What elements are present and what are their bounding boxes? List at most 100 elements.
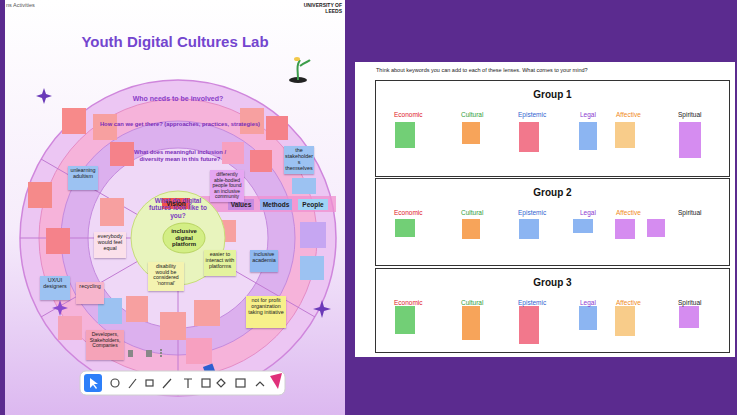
sticky-note bbox=[462, 306, 480, 340]
sticky-note: inclusive academia bbox=[250, 250, 278, 272]
sticky-note bbox=[395, 306, 415, 334]
sticky-note bbox=[100, 198, 124, 226]
node-text: Methods bbox=[263, 201, 290, 208]
sticky-note bbox=[395, 122, 415, 148]
sticky-note bbox=[395, 219, 415, 237]
lens-label: Economic bbox=[394, 111, 423, 118]
decorations bbox=[36, 57, 331, 378]
sticky-note: easier to interact with platforms bbox=[204, 250, 236, 276]
group-panel: Group 2EconomicCulturalEpistemicLegalAff… bbox=[375, 178, 730, 266]
sticky-note: UX/UI designers bbox=[40, 276, 70, 300]
ring-diagram bbox=[20, 80, 336, 396]
sticky-note bbox=[519, 122, 539, 152]
lens-label: Epistemic bbox=[518, 209, 546, 216]
page-title: Youth Digital Cultures Lab bbox=[40, 33, 310, 50]
sticky-note: disability would be considered 'normal' bbox=[148, 262, 184, 291]
node-text: everybody would feel equal bbox=[95, 234, 125, 252]
toolbar-icon bbox=[111, 379, 119, 387]
node-text: UX/UI designers bbox=[41, 278, 69, 290]
sticky-note bbox=[250, 150, 272, 172]
group-2-notes bbox=[395, 219, 665, 239]
group-panel: Group 3EconomicCulturalEpistemicLegalAff… bbox=[375, 268, 730, 353]
node-text: not for profit organization taking initi… bbox=[247, 298, 285, 316]
sticky-note bbox=[28, 182, 52, 208]
node-text: Developers, Stakeholders, Companies bbox=[87, 332, 123, 349]
sticky-note: the stakeholders themselves bbox=[284, 146, 314, 174]
sticky-note bbox=[647, 219, 665, 237]
spoke-label: Methods bbox=[260, 199, 292, 210]
toolbar-icon bbox=[217, 379, 225, 387]
spoke-label: People bbox=[298, 199, 328, 210]
sticky-note bbox=[186, 338, 212, 364]
sticky-note bbox=[579, 306, 597, 330]
sticky-note bbox=[462, 219, 480, 239]
node-text: recycling bbox=[77, 284, 103, 290]
sticky-note bbox=[615, 122, 635, 148]
toolbar-icon bbox=[146, 380, 153, 386]
sticky-note bbox=[573, 219, 593, 233]
node-text: Vision bbox=[166, 200, 185, 207]
third-ring bbox=[61, 121, 295, 355]
toolbar-icon bbox=[129, 379, 136, 388]
lens-label: Spiritual bbox=[678, 209, 701, 216]
sticky-note bbox=[46, 228, 70, 254]
group-title: Group 3 bbox=[376, 277, 729, 288]
text-label: ns Activities bbox=[6, 2, 66, 8]
text-label: What does meaningful inclusion / diversi… bbox=[132, 149, 228, 162]
toolbar-icon bbox=[256, 382, 264, 386]
sticky-note bbox=[300, 256, 324, 280]
sticky-note bbox=[519, 306, 539, 344]
group-3-notes bbox=[395, 306, 699, 344]
sticky-notes-blank bbox=[28, 108, 326, 364]
sticky-note bbox=[292, 178, 316, 194]
sticky-note: everybody would feel equal bbox=[94, 232, 126, 258]
plant bbox=[298, 60, 311, 80]
sticky-note bbox=[615, 306, 635, 336]
sticky-note bbox=[615, 219, 635, 239]
spokes bbox=[20, 159, 315, 396]
lens-label: Affective bbox=[616, 209, 641, 216]
sticky-note: unlearning adultism bbox=[68, 166, 98, 190]
node-text: differently able-bodied people found an … bbox=[211, 172, 243, 200]
toolbar-glyph bbox=[160, 349, 162, 351]
sticky-note bbox=[266, 116, 288, 140]
node-shape bbox=[163, 223, 205, 253]
worksheet-card bbox=[355, 62, 735, 357]
sticky-note bbox=[679, 122, 701, 158]
toolbar-glyph bbox=[128, 350, 133, 357]
sticky-note: recycling bbox=[76, 282, 104, 304]
text-label: Who needs to be involved? bbox=[112, 95, 244, 103]
sticky-note bbox=[300, 222, 326, 248]
toolbar-icon bbox=[163, 379, 171, 388]
node-text: Values bbox=[231, 201, 252, 208]
lens-label: Affective bbox=[616, 299, 641, 306]
sticky-note bbox=[462, 122, 480, 144]
toolbar-icon bbox=[236, 379, 245, 387]
sticky-note bbox=[110, 142, 134, 166]
lens-label: Spiritual bbox=[678, 111, 701, 118]
cursor-icon bbox=[90, 378, 98, 389]
sticky-note bbox=[579, 122, 597, 150]
node-text: unlearning adultism bbox=[69, 168, 97, 180]
sticky-note: not for profit organization taking initi… bbox=[246, 296, 286, 328]
text-label: UNIVERSITY OF LEEDS bbox=[290, 3, 342, 15]
sticky-note bbox=[126, 296, 148, 322]
toolbar-icons bbox=[111, 379, 264, 388]
sticky-note bbox=[58, 316, 82, 340]
node-text: the stakeholders themselves bbox=[285, 148, 313, 172]
lens-label: Legal bbox=[580, 111, 596, 118]
sticky-note: differently able-bodied people found an … bbox=[210, 170, 244, 202]
node-text: easier to interact with platforms bbox=[205, 252, 235, 270]
sparkle bbox=[52, 300, 68, 316]
toolbar-bar bbox=[80, 371, 285, 395]
spoke-label: Values bbox=[228, 199, 254, 210]
toolbar-glyph bbox=[160, 355, 162, 357]
toolbar-icon bbox=[184, 379, 192, 388]
toolbar-active bbox=[84, 374, 102, 392]
lens-label: Cultural bbox=[461, 209, 483, 216]
node-text: People bbox=[302, 201, 323, 208]
lens-label: Economic bbox=[394, 209, 423, 216]
lens-label: Legal bbox=[580, 209, 596, 216]
sparkle bbox=[36, 88, 52, 104]
